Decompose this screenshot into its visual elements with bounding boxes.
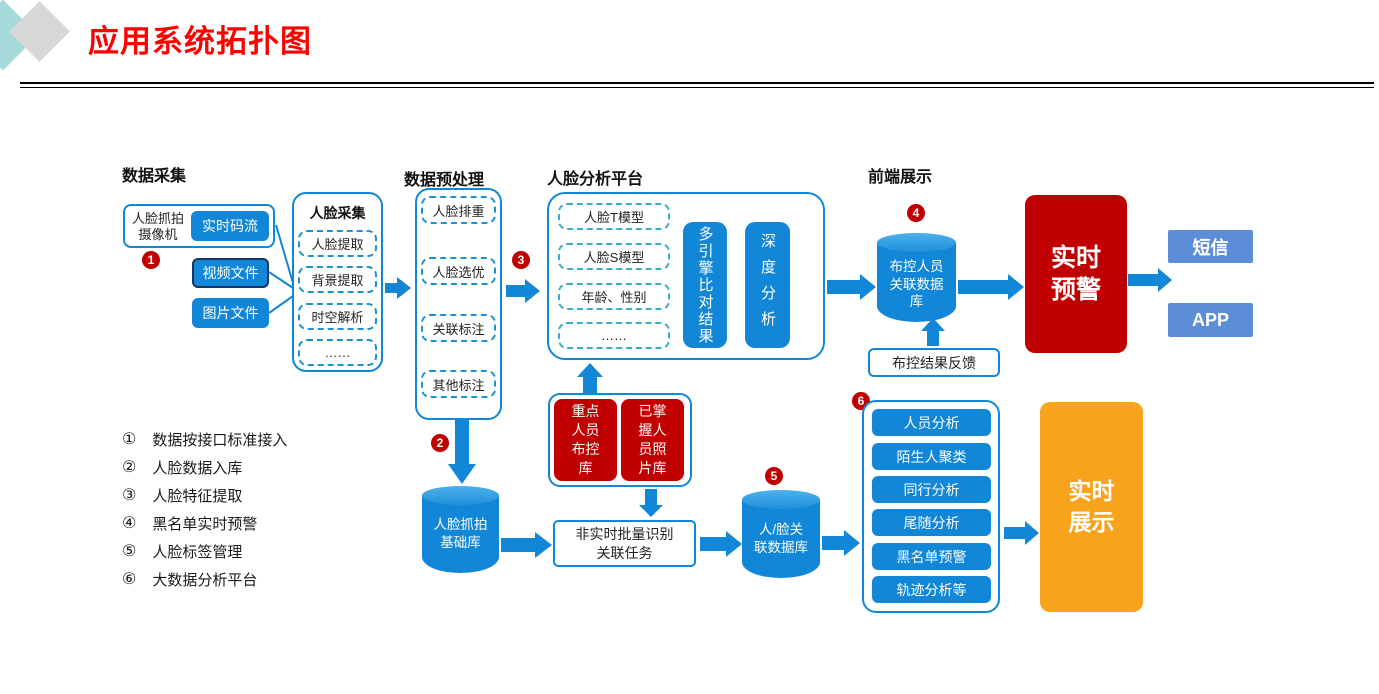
legend-num: ③	[122, 487, 137, 504]
arrow-controldb-to-warning	[958, 274, 1024, 300]
legend-num: ④	[122, 515, 137, 532]
badge-5: 5	[765, 467, 783, 485]
analysis-item: ……	[558, 322, 670, 349]
arrow-basedb-to-task	[501, 532, 552, 558]
analysis-item: 年龄、性别	[558, 283, 670, 310]
legend-item: ② 人脸数据入库	[122, 457, 287, 477]
bigdata-item: 同行分析	[872, 476, 991, 503]
face-collect-item: 背景提取	[298, 266, 377, 293]
realtime-display-box: 实时展示	[1040, 402, 1143, 612]
face-collect-item: 人脸提取	[298, 230, 377, 257]
header-preprocess: 数据预处理	[404, 172, 485, 189]
key-person-db: 重点人员 布控库	[554, 399, 617, 481]
header-frontend: 前端展示	[868, 169, 933, 186]
app-box: APP	[1168, 303, 1253, 337]
face-collect-title: 人脸采集	[309, 205, 366, 221]
analysis-item: 人脸T模型	[558, 203, 670, 230]
connector-image	[268, 295, 294, 314]
bigdata-item: 陌生人聚类	[872, 443, 991, 470]
arrow-task-to-assocdb	[700, 531, 742, 557]
bigdata-item: 黑名单预警	[872, 543, 991, 570]
legend-num: ⑥	[122, 571, 137, 588]
arrow-analysis-to-controldb	[827, 274, 876, 300]
arrow-bigdata-to-display	[1004, 521, 1039, 545]
deep-analysis-box: 深度分析	[745, 222, 790, 348]
legend-item: ① 数据按接口标准接入	[122, 429, 287, 449]
legend-text: 大数据分析平台	[152, 571, 258, 589]
arrow-preprocess-to-analysis	[506, 279, 540, 303]
arrow-preprocess-down	[448, 420, 476, 484]
assoc-db-cylinder: 人/脸关联数据库	[742, 490, 820, 578]
bigdata-item: 轨迹分析等	[872, 576, 991, 603]
control-db-cylinder: 布控人员关联数据 库	[877, 233, 956, 322]
face-collect-item: ……	[298, 339, 377, 366]
sms-box: 短信	[1168, 230, 1253, 263]
header-analysis: 人脸分析平台	[547, 171, 644, 188]
video-file-box: 视频文件	[192, 258, 269, 288]
badge-3: 3	[512, 251, 530, 269]
legend-text: 黑名单实时预警	[152, 515, 258, 533]
analysis-item: 人脸S模型	[558, 243, 670, 270]
known-photo-db: 已掌握人 员照片库	[621, 399, 684, 481]
legend-num: ②	[122, 459, 137, 476]
legend-text: 人脸数据入库	[152, 459, 243, 477]
legend-item: ⑤ 人脸标签管理	[122, 541, 287, 561]
title-underline	[20, 82, 1374, 88]
bigdata-item: 人员分析	[872, 409, 991, 436]
camera-label: 人脸抓拍 摄像机	[131, 211, 184, 242]
connector-video	[268, 271, 294, 289]
legend-text: 人脸特征提取	[152, 487, 243, 505]
badge-1: 1	[142, 251, 160, 269]
badge-4: 4	[907, 204, 925, 222]
base-db-cylinder: 人脸抓拍基础库	[422, 486, 499, 573]
preprocess-item: 人脸排重	[421, 196, 496, 224]
batch-task-box: 非实时批量识别关联任务	[553, 520, 696, 567]
legend-item: ③ 人脸特征提取	[122, 485, 287, 505]
preprocess-item: 关联标注	[421, 314, 496, 342]
arrow-warning-to-channels	[1128, 268, 1172, 292]
connector-camera	[275, 224, 294, 284]
feedback-box: 布控结果反馈	[868, 348, 1000, 377]
legend-num: ①	[122, 431, 137, 448]
legend-text: 数据按接口标准接入	[152, 431, 288, 449]
arrow-reddb-down	[639, 489, 663, 517]
multi-engine-box: 多引擎比对结果	[683, 222, 727, 348]
realtime-warning-box: 实时预警	[1025, 195, 1127, 353]
page-title: 应用系统拓扑图	[88, 24, 312, 59]
arrow-assocdb-to-bigdata	[822, 530, 860, 556]
legend-num: ⑤	[122, 543, 137, 560]
legend-item: ④ 黑名单实时预警	[122, 513, 287, 533]
arrow-reddb-up	[577, 363, 603, 394]
preprocess-item: 其他标注	[421, 370, 496, 398]
arrow-feedback-up	[921, 318, 945, 346]
image-file-box: 图片文件	[192, 298, 269, 328]
preprocess-item: 人脸选优	[421, 257, 496, 285]
badge-2: 2	[431, 434, 449, 452]
legend-text: 人脸标签管理	[152, 543, 243, 561]
legend-item: ⑥ 大数据分析平台	[122, 569, 287, 589]
legend: ① 数据按接口标准接入 ② 人脸数据入库 ③ 人脸特征提取 ④ 黑名单实时预警 …	[122, 429, 287, 589]
face-collect-item: 时空解析	[298, 303, 377, 330]
realtime-stream-box: 实时码流	[191, 211, 269, 241]
header-data-collection: 数据采集	[122, 168, 187, 185]
arrow-collect-to-preprocess	[385, 277, 411, 299]
bigdata-item: 尾随分析	[872, 509, 991, 536]
camera-box: 人脸抓拍 摄像机 实时码流	[123, 204, 275, 248]
